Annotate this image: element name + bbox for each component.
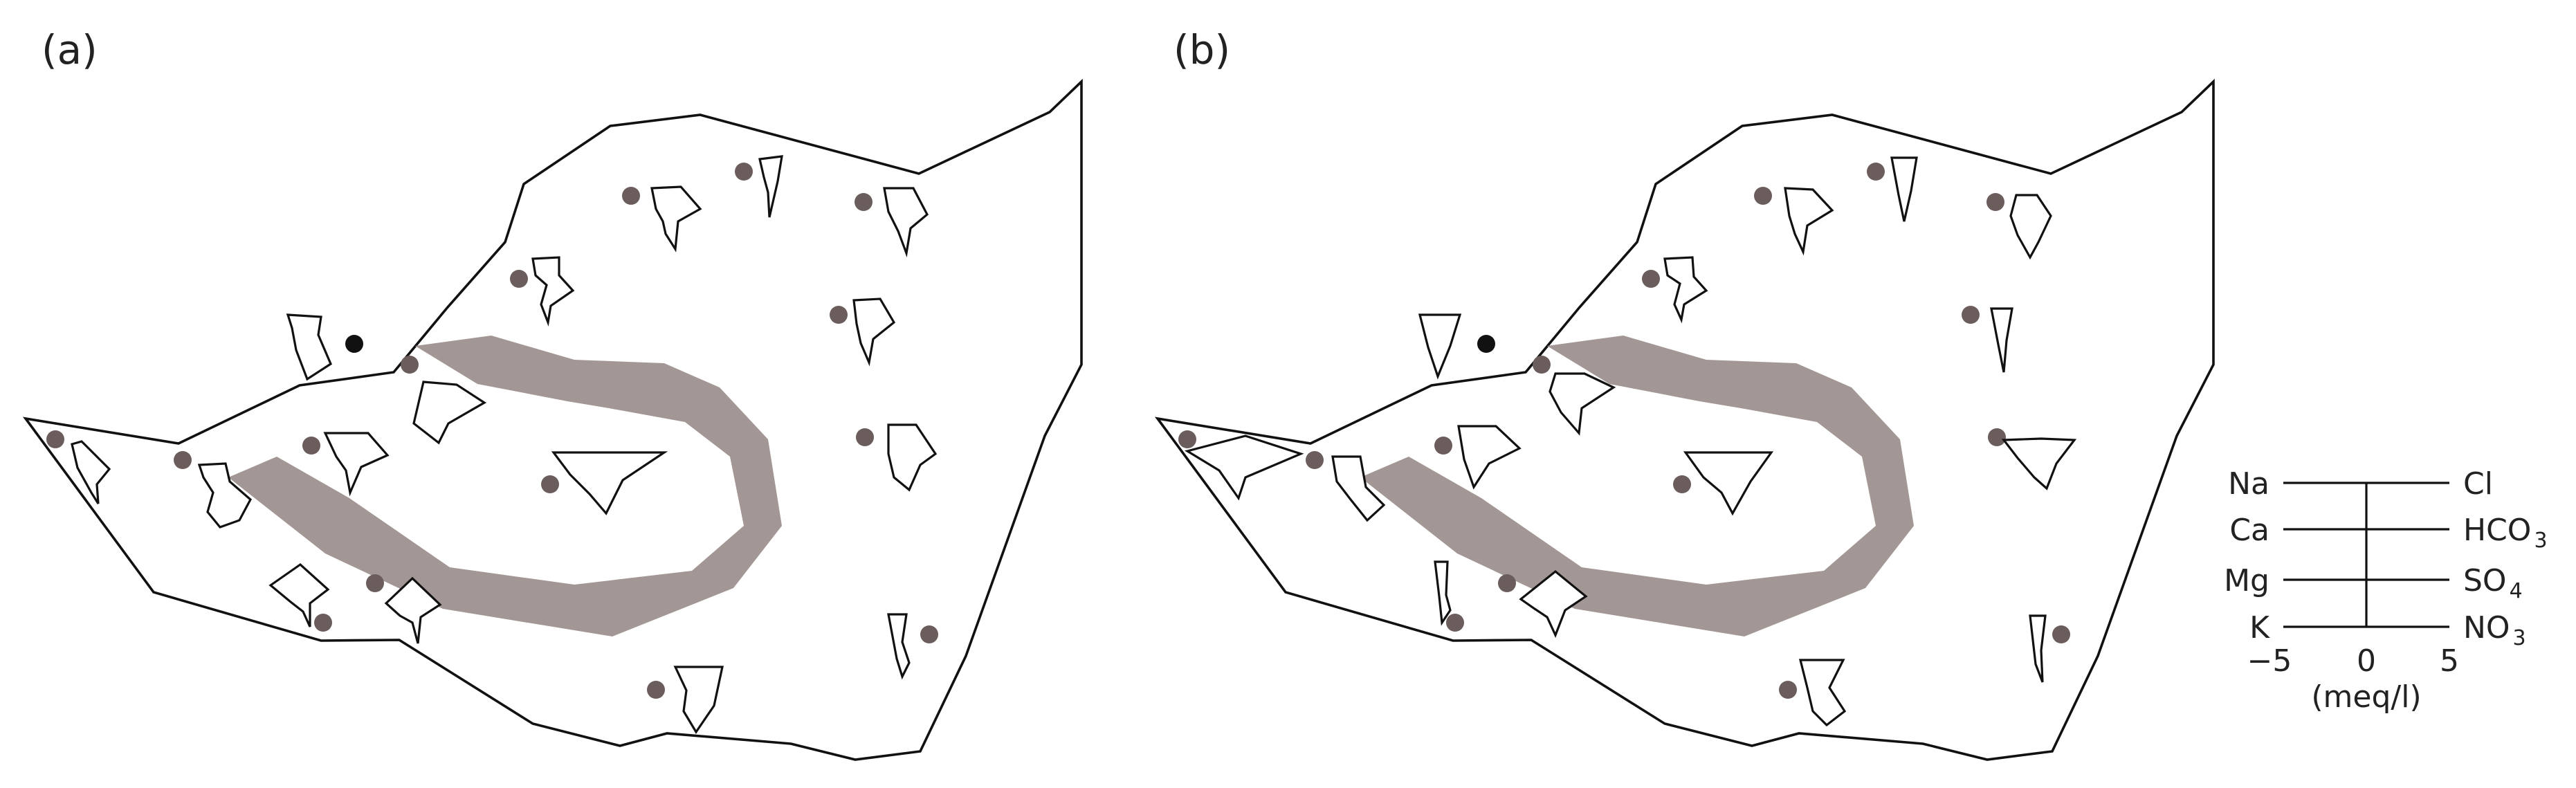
stiff-diagram bbox=[323, 432, 390, 497]
stiff-diagram bbox=[1549, 372, 1616, 436]
stiff-diagram bbox=[1990, 307, 2013, 373]
legend-cation-ca: Ca bbox=[2229, 513, 2269, 548]
legend-tick-minus5: −5 bbox=[2247, 643, 2292, 679]
well-point bbox=[1306, 451, 1324, 469]
well-point bbox=[314, 614, 332, 632]
legend-cation-na: Na bbox=[2228, 466, 2269, 502]
well-point bbox=[174, 451, 192, 469]
well-point bbox=[1446, 614, 1464, 632]
well-point bbox=[830, 306, 848, 324]
legend-unit: (meq/l) bbox=[2311, 679, 2421, 715]
well-point bbox=[2052, 625, 2070, 643]
legend-cation-k: K bbox=[2249, 610, 2270, 645]
stiff-diagram bbox=[551, 451, 668, 515]
well-point bbox=[1434, 437, 1452, 455]
stiff-diagram bbox=[2001, 437, 2077, 491]
stiff-diagram bbox=[1434, 560, 1452, 626]
legend-tick-0: 0 bbox=[2357, 643, 2376, 679]
well-point bbox=[46, 430, 64, 448]
panel-b-aquifer-band bbox=[1360, 336, 1914, 636]
panel-a-label: (a) bbox=[42, 26, 98, 73]
stiff-diagram bbox=[197, 462, 253, 529]
stiff-diagram bbox=[1890, 156, 1918, 222]
well-point bbox=[1986, 193, 2004, 211]
well-point bbox=[1673, 475, 1691, 493]
stiff-diagram bbox=[1519, 569, 1588, 639]
stiff-diagram bbox=[71, 440, 111, 504]
well-point bbox=[1178, 430, 1196, 448]
panel-b-label: (b) bbox=[1173, 26, 1230, 73]
stiff-diagram bbox=[673, 666, 724, 734]
stiff-diagram bbox=[1418, 313, 1462, 380]
stiff-diagram bbox=[1663, 256, 1708, 324]
stiff-diagram bbox=[412, 381, 487, 445]
well-point bbox=[920, 625, 938, 643]
well-point bbox=[1533, 356, 1551, 374]
well-point bbox=[735, 163, 753, 181]
stiff-diagram bbox=[1331, 455, 1386, 522]
well-point bbox=[1642, 270, 1660, 288]
well-point bbox=[1754, 187, 1772, 205]
legend-anion-cl: Cl bbox=[2463, 466, 2493, 502]
well-point bbox=[366, 574, 384, 592]
stiff-diagram bbox=[1784, 187, 1834, 256]
stiff-diagram bbox=[384, 576, 442, 644]
well-point bbox=[1498, 574, 1516, 592]
stiff-diagram bbox=[1798, 659, 1847, 727]
well-point bbox=[855, 193, 873, 211]
stiff-diagram bbox=[758, 155, 783, 218]
well-point bbox=[302, 437, 320, 455]
stiff-diagram bbox=[268, 562, 330, 627]
well-point bbox=[1779, 681, 1797, 699]
reference-well-point bbox=[345, 335, 363, 353]
panel-b-boundary bbox=[1154, 78, 2215, 761]
panel-a-aquifer-band bbox=[228, 336, 782, 636]
well-point bbox=[1867, 163, 1885, 181]
legend-tick-5: 5 bbox=[2440, 643, 2459, 679]
stiff-diagram bbox=[1683, 451, 1774, 516]
legend-cation-mg: Mg bbox=[2224, 563, 2269, 598]
well-point bbox=[1962, 306, 1980, 324]
well-point bbox=[1988, 428, 2006, 446]
stiff-diagram bbox=[887, 423, 938, 492]
well-point bbox=[541, 475, 559, 493]
panel-a: (a) bbox=[22, 26, 1083, 761]
well-point bbox=[647, 681, 665, 699]
stiff-diagram bbox=[852, 297, 896, 367]
stiff-diagram bbox=[883, 187, 929, 258]
well-point bbox=[856, 428, 874, 446]
stiff-diagram bbox=[2009, 194, 2052, 260]
stiff-diagram bbox=[286, 313, 333, 381]
well-point bbox=[510, 270, 528, 288]
stiff-diagram bbox=[887, 613, 911, 680]
stiff-diagram bbox=[2029, 614, 2047, 683]
stiff-diagram bbox=[1457, 425, 1522, 490]
stiff-diagram bbox=[650, 185, 702, 253]
panel-b: (b) bbox=[1154, 26, 2215, 761]
stiff-diagram bbox=[1184, 434, 1304, 501]
reference-well-point bbox=[1477, 335, 1495, 353]
stiff-diagram bbox=[531, 256, 575, 327]
well-point bbox=[401, 356, 419, 374]
well-point bbox=[622, 187, 640, 205]
panel-a-boundary bbox=[22, 78, 1083, 761]
